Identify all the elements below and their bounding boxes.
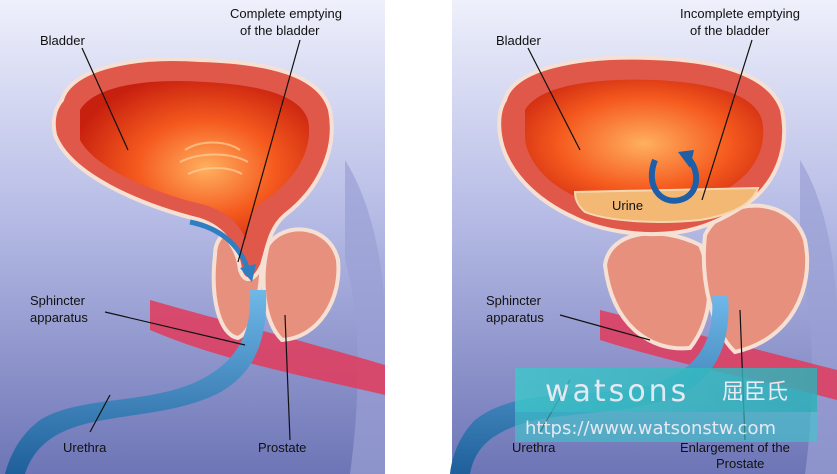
watermark-chinese: 屈臣氏: [722, 380, 788, 405]
right-label-bladder: Bladder: [496, 33, 541, 48]
left-label-emptying-1: Complete emptying: [230, 6, 342, 21]
left-label-emptying-2: of the bladder: [240, 23, 320, 38]
left-label-sphincter-2: apparatus: [30, 310, 88, 325]
right-label-sphincter-1: Sphincter: [486, 293, 542, 308]
left-label-prostate: Prostate: [258, 440, 306, 455]
right-label-emptying-1: Incomplete emptying: [680, 6, 800, 21]
right-label-enlargement-1: Enlargement of the: [680, 440, 790, 455]
right-label-emptying-2: of the bladder: [690, 23, 770, 38]
watsons-watermark: watsons 屈臣氏 https://www.watsonstw.com: [515, 368, 817, 442]
left-label-urethra: Urethra: [63, 440, 107, 455]
left-label-bladder: Bladder: [40, 33, 85, 48]
watermark-url: https://www.watsonstw.com: [525, 418, 776, 439]
watermark-brand: watsons: [545, 374, 689, 409]
right-label-enlargement-2: Prostate: [716, 456, 764, 471]
right-label-urine: Urine: [612, 198, 643, 213]
left-label-sphincter-1: Sphincter: [30, 293, 86, 308]
left-panel: Bladder Complete emptying of the bladder…: [0, 0, 385, 474]
right-label-urethra: Urethra: [512, 440, 556, 455]
right-label-sphincter-2: apparatus: [486, 310, 544, 325]
